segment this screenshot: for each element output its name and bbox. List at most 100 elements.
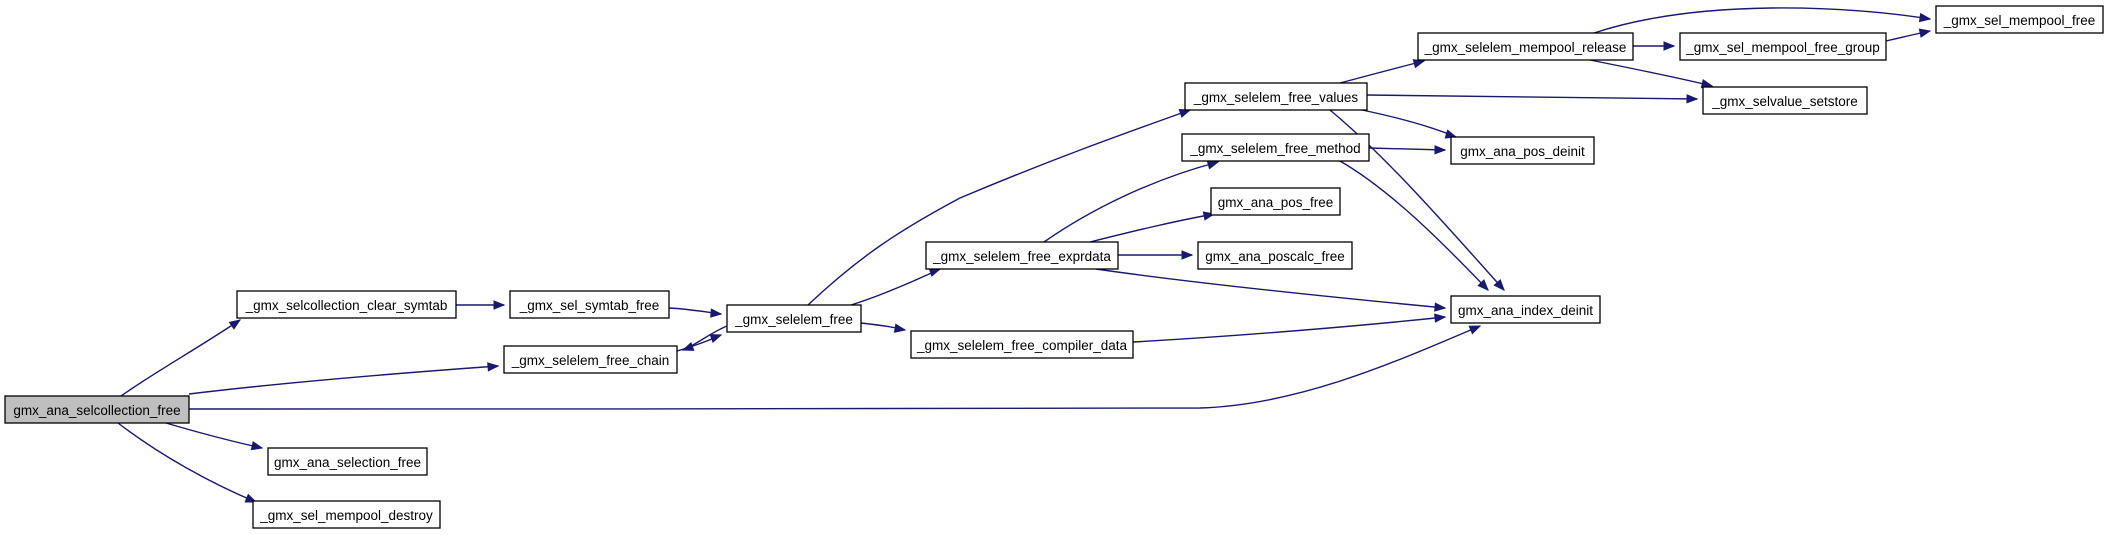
arrowhead-icon xyxy=(1434,313,1447,323)
node-n1[interactable]: _gmx_selcollection_clear_symtab xyxy=(236,290,457,319)
node-n3[interactable]: _gmx_selelem_free xyxy=(726,304,862,333)
edge-line xyxy=(1132,316,1446,343)
node-n13[interactable]: gmx_ana_pos_free xyxy=(1210,187,1341,216)
node-box[interactable] xyxy=(267,447,428,476)
edge-line xyxy=(1361,109,1457,138)
node-label: _gmx_selelem_free_values xyxy=(1193,90,1359,105)
edge-n12-n10 xyxy=(1368,145,1447,155)
node-n6[interactable]: _gmx_selelem_mempool_release xyxy=(1417,32,1634,61)
node-label: _gmx_selelem_free_chain xyxy=(511,353,670,368)
node-box[interactable] xyxy=(1184,82,1368,111)
node-box[interactable] xyxy=(1197,241,1353,270)
node-label: _gmx_selcollection_clear_symtab xyxy=(245,298,448,313)
edge-n3-n14 xyxy=(850,267,942,306)
node-box[interactable] xyxy=(509,290,670,319)
arrowhead-icon xyxy=(250,441,264,451)
arrowhead-icon xyxy=(1477,279,1489,291)
node-n7[interactable]: _gmx_sel_mempool_free xyxy=(1935,5,2104,34)
edge-n14-n11 xyxy=(1095,268,1447,312)
node-label: _gmx_sel_mempool_free xyxy=(1943,13,2096,28)
node-box[interactable] xyxy=(252,500,441,529)
node-n8[interactable]: _gmx_sel_mempool_free_group xyxy=(1679,32,1887,61)
node-n5[interactable]: _gmx_selelem_free_values xyxy=(1184,82,1368,111)
edge-line xyxy=(850,268,941,306)
edge-n1-n2 xyxy=(456,300,506,310)
edge-n5-n9 xyxy=(1366,94,1699,104)
edge-n14-n15 xyxy=(1118,250,1194,260)
node-n18[interactable]: _gmx_sel_mempool_destroy xyxy=(252,500,441,529)
edge-n4-n3 xyxy=(676,334,723,352)
node-n9[interactable]: _gmx_selvalue_setstore xyxy=(1702,86,1868,115)
arrowhead-icon xyxy=(487,362,500,372)
node-box[interactable] xyxy=(1417,32,1634,61)
edge-line xyxy=(188,325,1481,410)
arrowhead-icon xyxy=(1434,302,1447,312)
node-box[interactable] xyxy=(1935,5,2104,34)
node-label: _gmx_selelem_free_exprdata xyxy=(932,249,1111,264)
edge-n14-n13 xyxy=(1089,211,1216,243)
node-n11[interactable]: gmx_ana_index_deinit xyxy=(1450,295,1601,324)
edge-line xyxy=(165,422,263,449)
arrowhead-icon xyxy=(710,308,723,318)
node-box[interactable] xyxy=(1450,136,1595,165)
node-box[interactable] xyxy=(925,241,1119,270)
edge-n0-n18 xyxy=(117,422,258,503)
node-label: _gmx_selvalue_setstore xyxy=(1711,94,1858,109)
edge-n5-n6 xyxy=(1339,59,1426,84)
edge-n0-n17 xyxy=(165,422,264,451)
edge-n8-n7 xyxy=(1885,28,1932,42)
node-n16[interactable]: _gmx_selelem_free_compiler_data xyxy=(910,330,1134,359)
edge-n12-n11 xyxy=(1339,160,1489,291)
edge-n6-n9 xyxy=(1589,59,1714,89)
node-box[interactable] xyxy=(503,345,678,374)
node-box[interactable] xyxy=(1210,187,1341,216)
node-label: _gmx_sel_mempool_free_group xyxy=(1685,40,1880,55)
root-node-box[interactable] xyxy=(4,395,190,424)
edge-n6-n8 xyxy=(1633,41,1676,51)
arrowhead-icon xyxy=(709,334,723,344)
edge-line xyxy=(117,422,257,503)
node-n4[interactable]: _gmx_selelem_free_chain xyxy=(503,345,678,374)
arrowhead-icon xyxy=(1493,279,1505,292)
node-box[interactable] xyxy=(910,330,1134,359)
edge-line xyxy=(120,319,241,397)
node-box[interactable] xyxy=(1450,295,1601,324)
edge-n16-n11 xyxy=(1132,313,1447,343)
node-box[interactable] xyxy=(236,290,457,319)
arrowhead-icon xyxy=(228,319,242,330)
node-box[interactable] xyxy=(1702,86,1868,115)
node-box[interactable] xyxy=(1181,133,1370,162)
edge-line xyxy=(1329,109,1505,291)
node-box[interactable] xyxy=(1679,32,1887,61)
edge-line xyxy=(1339,60,1425,84)
node-n12[interactable]: _gmx_selelem_free_method xyxy=(1181,133,1370,162)
arrowhead-icon xyxy=(1412,59,1426,69)
edge-line xyxy=(188,365,499,395)
node-label: gmx_ana_selection_free xyxy=(274,455,421,470)
edge-line xyxy=(807,109,1191,306)
node-n17[interactable]: gmx_ana_selection_free xyxy=(267,447,428,476)
arrowhead-icon xyxy=(1663,41,1676,51)
edge-line xyxy=(1043,161,1219,243)
edge-line xyxy=(1089,213,1215,243)
arrowhead-icon xyxy=(1181,250,1194,260)
node-n10[interactable]: gmx_ana_pos_deinit xyxy=(1450,136,1595,165)
arrowhead-icon xyxy=(1686,94,1699,104)
edge-line xyxy=(1095,268,1446,309)
node-label: gmx_ana_pos_free xyxy=(1218,195,1334,210)
node-box[interactable] xyxy=(726,304,862,333)
node-label: gmx_ana_index_deinit xyxy=(1458,303,1593,318)
node-label: gmx_ana_pos_deinit xyxy=(1460,144,1585,159)
edge-n5-n10 xyxy=(1361,109,1458,139)
edge-n6-n7 xyxy=(1593,7,1932,34)
edge-line xyxy=(1593,7,1931,34)
node-label: _gmx_selelem_free_method xyxy=(1189,141,1360,156)
node-n15[interactable]: gmx_ana_poscalc_free xyxy=(1197,241,1353,270)
edge-line xyxy=(1366,94,1698,100)
arrowhead-icon xyxy=(1918,12,1932,23)
node-n2[interactable]: _gmx_sel_symtab_free xyxy=(509,290,670,319)
node-n0[interactable]: gmx_ana_selcollection_free xyxy=(4,395,190,424)
node-label: _gmx_sel_symtab_free xyxy=(519,298,660,313)
node-n14[interactable]: _gmx_selelem_free_exprdata xyxy=(925,241,1119,270)
